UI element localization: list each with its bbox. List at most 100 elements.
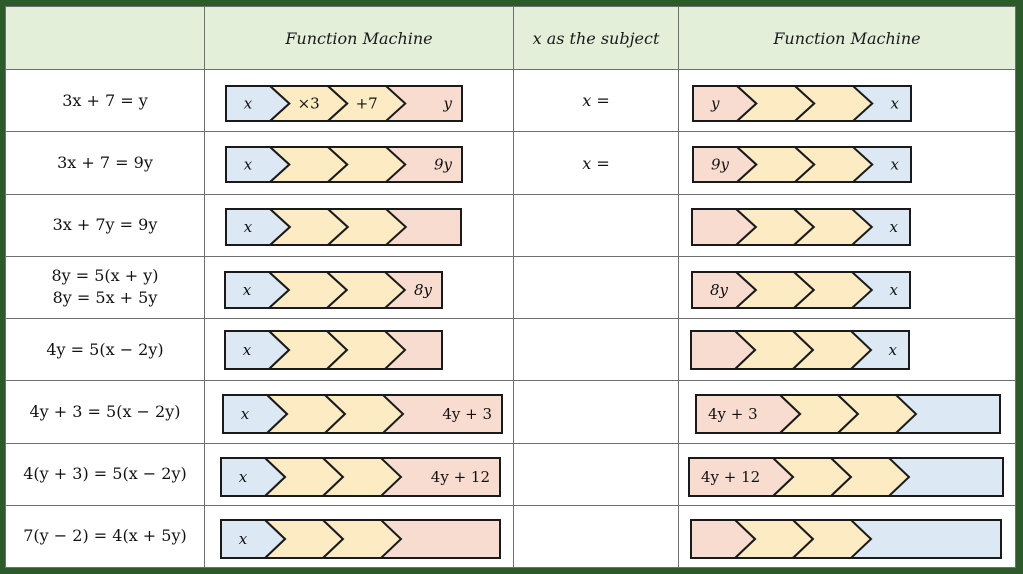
- forward-machine: x 4y + 12: [206, 444, 513, 504]
- equation-line: 4y + 3 = 5(x − 2y): [29, 401, 181, 421]
- input-label: x: [239, 530, 248, 548]
- operation-chevron: [791, 207, 874, 246]
- operation-chevron: [324, 330, 407, 371]
- output-label: 9y: [434, 156, 453, 174]
- header-function-machine: Function Machine: [204, 5, 514, 71]
- forward-machine-strip: x 4y + 12: [220, 456, 501, 497]
- operation-chevron: [320, 518, 403, 559]
- input-box: [220, 518, 287, 559]
- operation-chevron: [790, 330, 873, 371]
- input-label: y: [710, 95, 720, 113]
- output-label: x: [890, 218, 899, 236]
- input-box: [692, 85, 758, 123]
- header-inverse-function-machine: Function Machine: [678, 5, 1016, 71]
- input-label: x: [243, 281, 252, 299]
- input-box: [224, 270, 291, 309]
- input-box: [225, 146, 291, 184]
- input-label: x: [244, 218, 253, 236]
- operation-chevron: [792, 146, 874, 184]
- equation-cell: 4(y + 3) = 5(x − 2y): [5, 442, 205, 506]
- forward-machine-cell: x: [204, 504, 514, 569]
- equation-line: 8y = 5x + 5y: [52, 288, 158, 308]
- x-subject-cell: x =: [513, 131, 679, 195]
- operation-chevron: [320, 456, 403, 497]
- input-box: [691, 270, 758, 309]
- x-subject-cell: [513, 255, 679, 320]
- equation-line: 4(y + 3) = 5(x − 2y): [23, 464, 187, 484]
- equation-line: 7(y − 2) = 4(x + 5y): [23, 526, 187, 546]
- output-label: 8y: [414, 281, 433, 299]
- input-box: [692, 146, 758, 184]
- inverse-machine: 9y x: [680, 133, 1015, 193]
- input-label: 8y: [710, 281, 729, 299]
- forward-machine: x 9y: [206, 133, 513, 193]
- input-box: [220, 456, 287, 497]
- input-box: [688, 456, 795, 497]
- inverse-machine-strip: x: [690, 330, 910, 371]
- input-label: 4y + 3: [708, 405, 758, 423]
- x-subject-cell: x =: [513, 69, 679, 133]
- operation-chevron: [835, 394, 918, 435]
- table-row: 7(y − 2) = 4(x + 5y) x: [5, 504, 1016, 569]
- input-box: [695, 394, 802, 435]
- equation-line: 8y = 5(x + y): [51, 266, 159, 286]
- inverse-machine-strip: [690, 518, 1002, 559]
- inverse-machine: x: [680, 320, 1015, 380]
- inverse-machine-cell: 9y x: [678, 131, 1016, 195]
- input-box: [690, 518, 757, 559]
- forward-machine-strip: x 8y: [224, 270, 443, 309]
- inverse-machine: 4y + 12: [680, 444, 1015, 504]
- output-label: x: [889, 341, 898, 359]
- operation-chevron: [325, 146, 407, 184]
- inverse-machine-cell: 4y + 3: [678, 380, 1016, 444]
- input-label: x: [244, 156, 253, 174]
- input-box: [224, 330, 291, 371]
- input-box: [225, 207, 292, 246]
- operation-label: ×3: [298, 95, 320, 113]
- output-label: x: [891, 95, 900, 113]
- x-subject-cell: [513, 318, 679, 382]
- equation-cell: 4y + 3 = 5(x − 2y): [5, 380, 205, 444]
- inverse-machine-cell: x: [678, 318, 1016, 382]
- header-equation: [5, 5, 205, 71]
- input-label: x: [239, 468, 248, 486]
- inverse-machine-cell: 4y + 12: [678, 442, 1016, 506]
- forward-machine: x: [206, 506, 513, 566]
- output-label: x: [891, 156, 900, 174]
- x-subject-cell: [513, 442, 679, 506]
- x-subject-cell: [513, 193, 679, 257]
- forward-machine-strip: x: [220, 518, 501, 559]
- table-row: 4(y + 3) = 5(x − 2y) x 4y + 12 4y + 12: [5, 442, 1016, 506]
- equation-cell: 3x + 7 = y: [5, 69, 205, 133]
- equation-line: 3x + 7 = y: [62, 90, 148, 110]
- output-label: 4y + 12: [431, 468, 490, 486]
- operation-chevron: [324, 270, 407, 309]
- output-label: 4y + 3: [442, 405, 492, 423]
- equation-line: 4y = 5(x − 2y): [46, 339, 164, 359]
- input-label: 9y: [711, 156, 730, 174]
- inverse-machine-strip: 9y x: [692, 146, 912, 184]
- forward-machine: x 8y: [206, 257, 513, 317]
- forward-machine-cell: x 8y: [204, 255, 514, 320]
- operation-chevron: [792, 85, 874, 123]
- x-subject-cell: [513, 504, 679, 569]
- function-machine-table: Function Machine x as the subject Functi…: [5, 5, 1016, 569]
- inverse-machine-strip: 4y + 12: [688, 456, 1004, 497]
- forward-machine-strip: x 9y: [225, 146, 463, 184]
- operation-chevron: [791, 270, 874, 309]
- output-label: y: [443, 95, 453, 113]
- x-subject-cell: [513, 380, 679, 444]
- worksheet-frame: Function Machine x as the subject Functi…: [5, 5, 1016, 569]
